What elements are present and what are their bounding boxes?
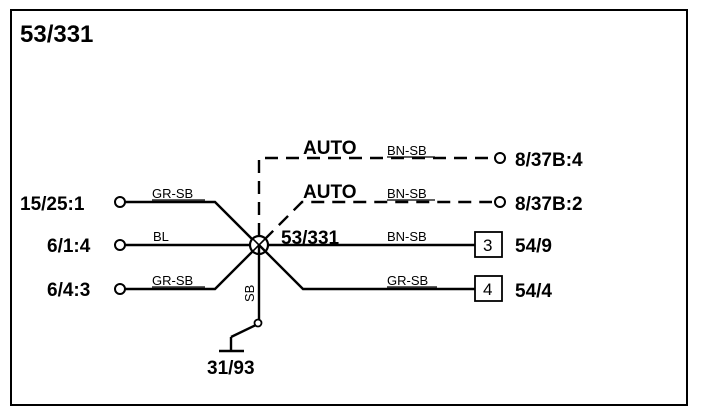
auto-wire-1 xyxy=(257,156,492,236)
left-wire-1 xyxy=(125,200,260,247)
left-terminal-2-pin xyxy=(114,239,126,251)
left-terminal-3: 6/4:3 xyxy=(47,280,90,301)
diagram-frame xyxy=(10,9,688,406)
left-terminal-1-pin xyxy=(114,196,126,208)
auto-terminal-2-pin xyxy=(494,196,506,208)
connector-wire-2 xyxy=(258,244,475,291)
left-terminal-1: 15/25:1 xyxy=(20,194,85,215)
auto-terminal-1-pin xyxy=(494,152,506,164)
left-wire-2-label: BL xyxy=(153,229,169,244)
connector-pin-box-1 xyxy=(474,231,503,258)
auto-label-2: AUTO xyxy=(303,182,356,203)
connector-terminal-1: 54/9 xyxy=(515,236,552,257)
left-terminal-3-pin xyxy=(114,283,126,295)
left-terminal-2: 6/1:4 xyxy=(47,236,91,257)
auto-terminal-1: 8/37B:4 xyxy=(515,150,583,171)
ground-switch-contact xyxy=(253,318,263,328)
auto-wire-1-label: BN-SB xyxy=(387,143,427,158)
auto-label-1: AUTO xyxy=(303,138,356,159)
ground-wire-label: SB xyxy=(242,285,257,302)
left-wire-3 xyxy=(125,244,260,291)
connector-pin-1: 3 xyxy=(483,236,492,255)
auto-terminal-2: 8/37B:2 xyxy=(515,194,583,215)
connector-wire-1-label: BN-SB xyxy=(387,229,427,244)
ground-switch-lever xyxy=(230,323,257,339)
ground-label: 31/93 xyxy=(207,358,255,379)
left-wire-3-label: GR-SB xyxy=(152,273,193,288)
connector-pin-2: 4 xyxy=(483,280,492,299)
diagram-title: 53/331 xyxy=(20,21,93,48)
auto-wire-2 xyxy=(263,200,492,241)
connector-terminal-2: 54/4 xyxy=(515,281,552,302)
left-wire-1-label: GR-SB xyxy=(152,186,193,201)
auto-wire-2-label: BN-SB xyxy=(387,186,427,201)
connector-wire-2-label: GR-SB xyxy=(387,273,428,288)
junction-label: 53/331 xyxy=(281,228,340,249)
connector-pin-box-2 xyxy=(474,275,503,302)
